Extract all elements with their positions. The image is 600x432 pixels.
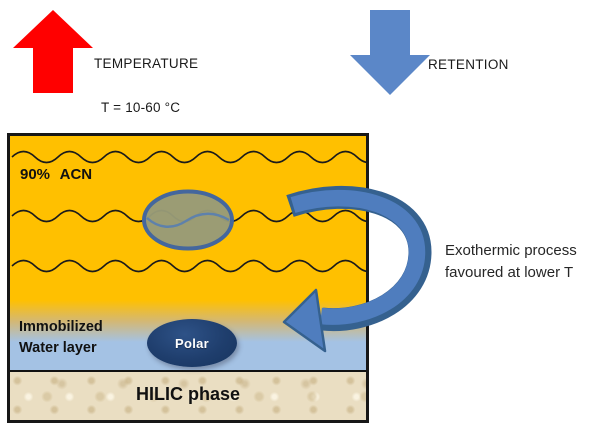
temperature-range-label: T = 10-60 °C	[101, 100, 181, 115]
up-arrow-shape	[13, 10, 93, 93]
down-arrow-shape	[350, 10, 430, 95]
water-layer-label-line2: Water layer	[19, 340, 97, 356]
exothermic-note-line2: favoured at lower T	[445, 264, 574, 281]
exothermic-note-line1: Exothermic process	[445, 242, 577, 259]
acn-label: 90% ACN	[20, 166, 93, 183]
temperature-up-arrow-icon	[13, 10, 93, 93]
hilic-phase-label: HILIC phase	[135, 383, 241, 404]
polar-analyte-ellipse: Polar	[147, 319, 237, 367]
exothermic-note: Exothermic process favoured at lower T	[445, 240, 577, 284]
hilic-phase-layer	[10, 370, 366, 420]
temperature-label: TEMPERATURE	[94, 56, 199, 71]
retention-label: RETENTION	[428, 57, 509, 72]
water-layer-label: Immobilized Water layer	[19, 317, 103, 359]
water-layer-label-line1: Immobilized	[19, 319, 103, 335]
retention-down-arrow-icon	[350, 10, 430, 95]
polar-label: Polar	[174, 335, 209, 351]
